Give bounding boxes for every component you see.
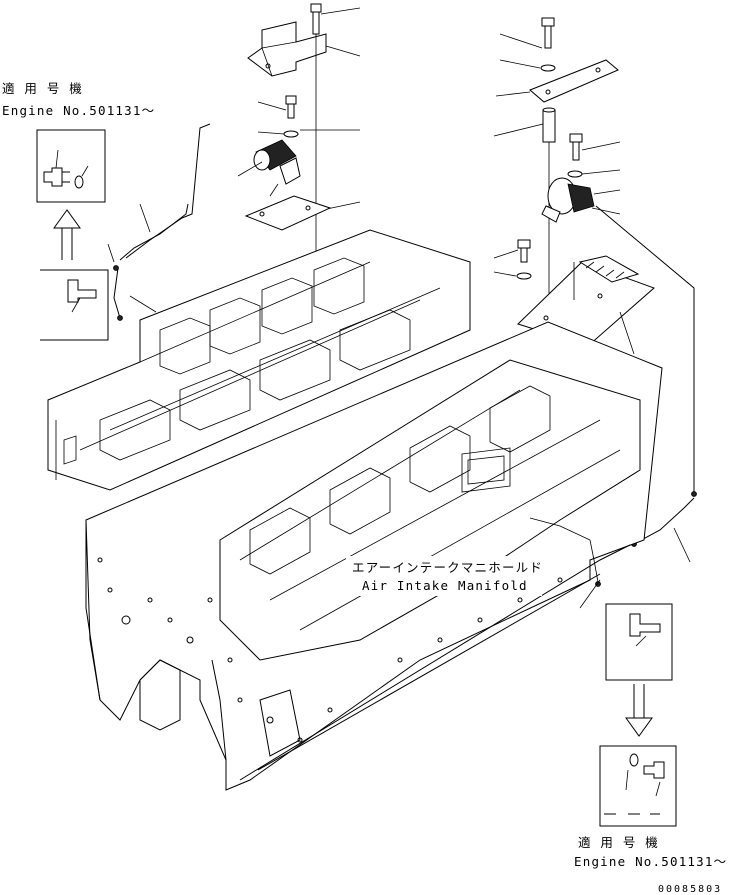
applicable-note-bottom-jp: 適 用 号 機 [578, 835, 659, 850]
cylinder-heads-left-bank [47, 229, 471, 491]
block-holes [97, 557, 563, 757]
plate-top-left [244, 195, 332, 231]
pressure-sensor-left [237, 139, 301, 197]
detail-box-top-new [36, 129, 106, 203]
arrow-down-icon [625, 684, 653, 737]
detail-box-top-old [40, 269, 109, 341]
manifold-label-en: Air Intake Manifold [362, 578, 528, 593]
detail-box-bottom-new [599, 745, 677, 827]
applicable-note-top-en: Engine No.501131～ [2, 103, 155, 118]
bolt-top-right [499, 17, 556, 72]
cylinder-heads-right-bank [219, 359, 641, 661]
drawing-number: 00085803 [658, 884, 722, 895]
manifold-label: エアーインテークマニホールド Air Intake Manifold [346, 556, 543, 596]
spacer-top-right [493, 107, 556, 300]
applicable-note-bottom-en: Engine No.501131～ [574, 854, 727, 869]
bracket-top-left [247, 21, 327, 77]
bolt-top-left [310, 3, 322, 290]
bolt-mid-left [257, 95, 299, 138]
plate-top-right [495, 59, 619, 103]
wire-harness-left [107, 123, 211, 321]
applicable-note-top: 適 用 号 機 Engine No.501131～ [2, 81, 155, 118]
bolt-bottom-right [529, 517, 601, 609]
applicable-note-bottom: 適 用 号 機 Engine No.501131～ [574, 835, 727, 869]
pressure-sensor-right [541, 177, 621, 223]
detail-box-bottom-old [605, 603, 673, 681]
leader-lines-top-left [300, 7, 361, 211]
bolt-right-sensor [567, 133, 621, 178]
applicable-note-top-jp: 適 用 号 機 [2, 81, 83, 96]
bolt-right-plate [493, 239, 532, 280]
manifold-label-jp: エアーインテークマニホールド [352, 560, 543, 575]
arrow-up-icon [53, 209, 81, 260]
